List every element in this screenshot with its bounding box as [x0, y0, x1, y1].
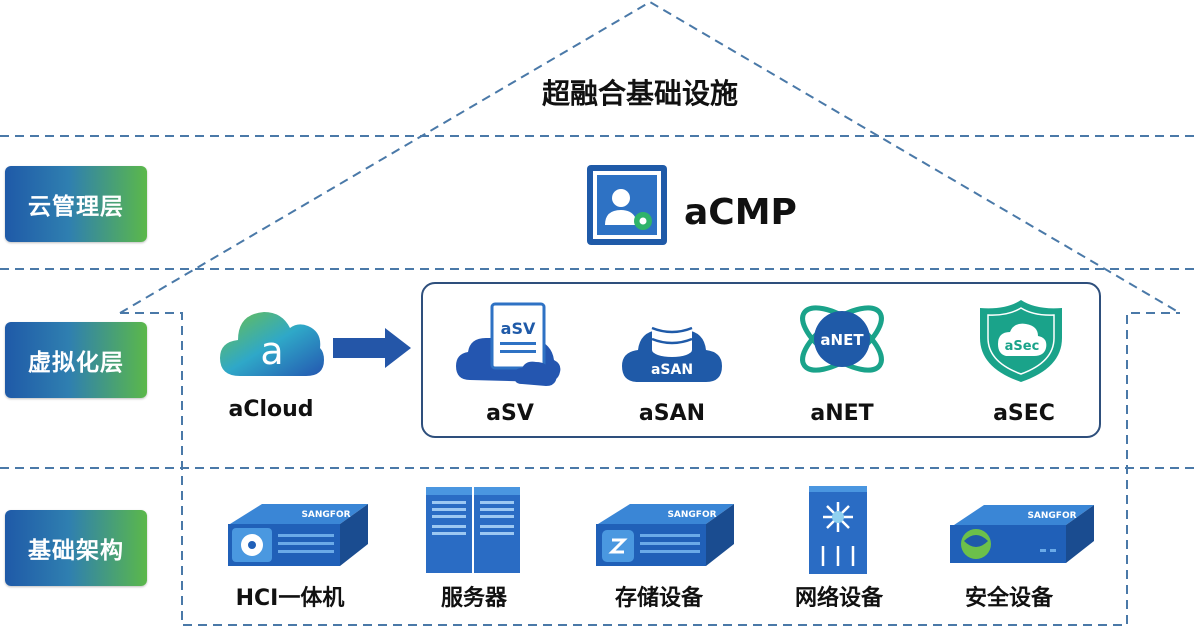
- asec-icon-text: aSec: [1005, 339, 1040, 354]
- roof-outline: [119, 0, 1181, 314]
- layer-badge-management: 云管理层: [5, 166, 147, 242]
- acmp-label: aCMP: [684, 192, 797, 233]
- network-label: 网络设备: [794, 586, 883, 611]
- anet-orbit-icon: aNET: [800, 305, 884, 373]
- diagram-title: 超融合基础设施: [541, 77, 738, 110]
- cloud-a-icon: a: [220, 312, 324, 376]
- asv-icon-text: aSV: [501, 319, 536, 338]
- server-rack-icon: [426, 487, 520, 573]
- hci-label: HCI一体机: [235, 586, 345, 611]
- asan-cloud-database-icon: aSAN: [622, 309, 722, 382]
- hci-appliance-icon: SANGFOR: [228, 504, 368, 566]
- asan-icon-text: aSAN: [651, 362, 693, 378]
- anet-label: aNET: [810, 401, 874, 426]
- asec-label: aSEC: [993, 401, 1055, 426]
- user-gear-icon: [587, 165, 667, 245]
- security-appliance-icon: SANGFOR: [950, 505, 1094, 563]
- anet-icon-text: aNET: [820, 331, 864, 349]
- virtualization-components-box: [421, 282, 1101, 438]
- cloud-logo-letter: a: [260, 329, 283, 373]
- asan-label: aSAN: [638, 401, 706, 426]
- server-label: 服务器: [440, 586, 507, 611]
- layer-badge-virtualization: 虚拟化层: [5, 322, 147, 398]
- security-label: 安全设备: [964, 586, 1053, 611]
- asec-shield-icon: aSec: [980, 300, 1062, 382]
- asv-label: aSV: [486, 401, 534, 426]
- security-brand-text: SANGFOR: [1027, 511, 1076, 521]
- hci-brand-text: SANGFOR: [301, 510, 350, 520]
- layer-badge-infrastructure: 基础架构: [5, 510, 147, 586]
- network-switch-icon: [809, 486, 867, 574]
- acloud-label: aCloud: [228, 397, 314, 422]
- storage-device-icon: SANGFOR: [596, 504, 734, 566]
- asv-cloud-document-icon: aSV: [456, 302, 561, 386]
- arrow-right-icon: [333, 328, 411, 368]
- house-wall-left: [120, 312, 1180, 626]
- storage-label: 存储设备: [614, 586, 703, 611]
- storage-brand-text: SANGFOR: [667, 510, 716, 520]
